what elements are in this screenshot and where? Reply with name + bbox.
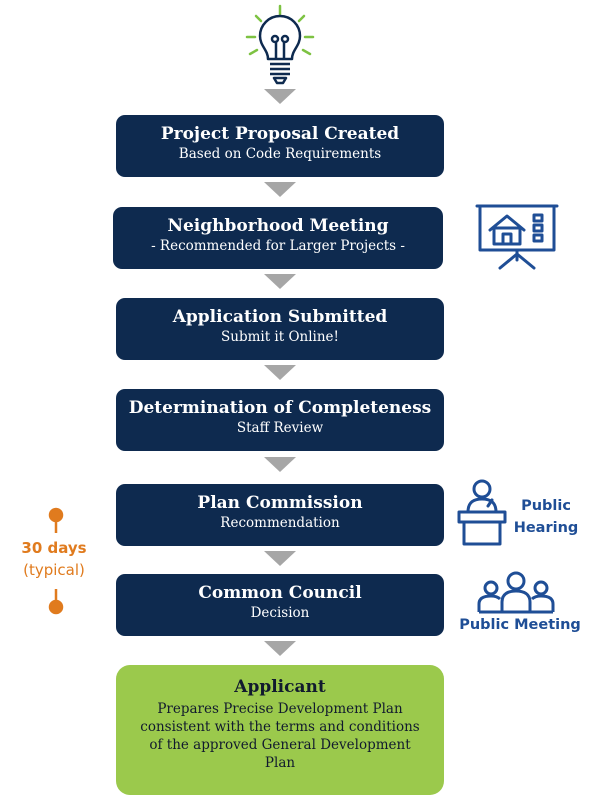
step-applicant: Applicant Prepares Precise Development P… — [116, 665, 444, 795]
lightbulb-icon — [245, 4, 315, 85]
step-neighborhood-meeting: Neighborhood Meeting - Recommended for L… — [113, 207, 443, 269]
flow-arrow — [264, 182, 296, 197]
step-common-council: Common Council Decision — [116, 574, 444, 636]
flow-arrow — [264, 89, 296, 104]
step-title: Neighborhood Meeting — [167, 216, 389, 236]
step-title: Plan Commission — [197, 493, 363, 513]
step-subtitle: Submit it Online! — [221, 329, 339, 345]
step-subtitle: Staff Review — [236, 420, 324, 436]
presentation-board-house-icon — [475, 204, 559, 270]
step-title: Determination of Completeness — [128, 398, 432, 418]
step-subtitle: Decision — [250, 605, 310, 621]
flow-arrow — [264, 365, 296, 380]
timeline-marker-icon — [48, 507, 64, 615]
step-plan-commission: Plan Commission Recommendation — [116, 484, 444, 546]
step-determination-completeness: Determination of Completeness Staff Revi… — [116, 389, 444, 451]
flow-arrow — [264, 274, 296, 289]
public-hearing-line2: Hearing — [513, 520, 579, 536]
step-subtitle: - Recommended for Larger Projects - — [151, 238, 405, 254]
flow-arrow — [264, 551, 296, 566]
timeline-note: (typical) — [23, 561, 85, 579]
group-people-icon — [477, 571, 555, 614]
step-title: Common Council — [198, 583, 362, 603]
step-subtitle: Recommendation — [220, 515, 340, 531]
step-project-proposal: Project Proposal Created Based on Code R… — [116, 115, 444, 177]
flow-arrow — [264, 641, 296, 656]
final-step-description: Prepares Precise Development Plan consis… — [140, 701, 420, 771]
timeline-duration: 30 days — [21, 539, 87, 557]
final-step-title: Applicant — [234, 677, 326, 697]
step-application-submitted: Application Submitted Submit it Online! — [116, 298, 444, 360]
step-subtitle: Based on Code Requirements — [178, 146, 382, 162]
podium-speaker-icon — [457, 479, 507, 546]
flow-arrow — [264, 457, 296, 472]
step-title: Project Proposal Created — [160, 124, 400, 144]
step-title: Application Submitted — [172, 307, 388, 327]
public-meeting-label: Public Meeting — [459, 617, 581, 633]
public-hearing-line1: Public — [521, 498, 571, 514]
public-hearing-label: Public Hearing — [506, 495, 586, 539]
